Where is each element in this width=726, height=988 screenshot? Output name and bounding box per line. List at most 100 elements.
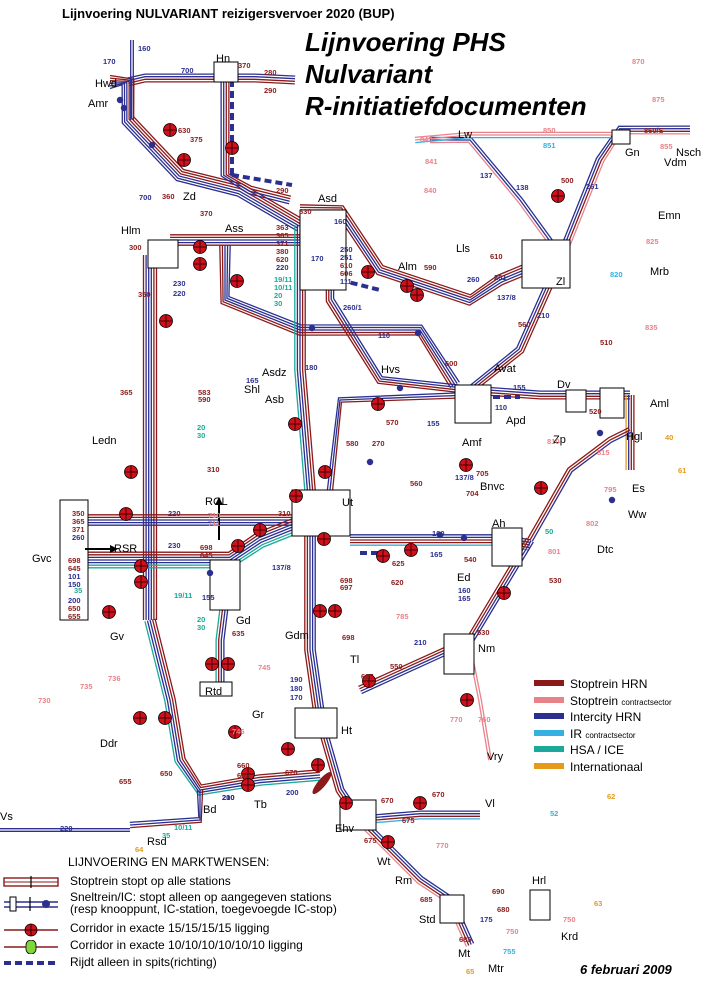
line-number-label: 606 <box>340 269 353 278</box>
corridor-marker <box>459 458 473 472</box>
line-number-label: 160 <box>432 529 445 538</box>
line-number-label: 645 <box>68 564 81 573</box>
line-number-label: 150 <box>68 580 81 589</box>
line-number-label: 600 <box>445 359 458 368</box>
line-number-label: 655 <box>119 777 132 786</box>
line-number-label: 350 <box>72 509 85 518</box>
line-number-label: 810 <box>547 437 560 446</box>
line-number-label: 520 <box>589 407 602 416</box>
corridor-amr-asd-line <box>109 80 301 225</box>
corridor-marker <box>231 539 245 553</box>
corridor-marker <box>413 796 427 810</box>
corridor-ehv-vl-line <box>360 815 481 822</box>
line-number-label: 698 <box>342 633 355 642</box>
corridor-marker <box>241 767 255 781</box>
station-label-zp: Zp <box>553 434 566 446</box>
station-box-asd <box>299 209 347 291</box>
line-number-label: 137/8 <box>455 473 474 482</box>
line-number-label: 675 <box>364 836 377 845</box>
legend-row-spits: Rijdt alleen in spits(richting) <box>0 955 337 972</box>
station-label-hrl: Hrl <box>532 875 546 887</box>
line-number-label: 101 <box>68 572 81 581</box>
line-number-label: 630 <box>178 126 191 135</box>
line-number-label: 20 <box>274 291 282 300</box>
line-number-label: 655 <box>68 612 81 621</box>
station-box-nm <box>443 633 475 675</box>
line-number-label: 160 <box>458 586 471 595</box>
line-number-label: 50 <box>545 527 553 536</box>
line-number-label: 65 <box>466 967 474 976</box>
ic-stop-dot <box>596 429 604 437</box>
line-number-label: 705 <box>476 469 489 478</box>
station-box-ah <box>491 527 523 567</box>
corridor-marker <box>205 657 219 671</box>
corridor-marker <box>193 257 207 271</box>
corridor-marker <box>313 604 327 618</box>
line-number-label: 620 <box>391 578 404 587</box>
corridor-ut-ht-line <box>304 519 316 721</box>
line-number-label: 261 <box>494 273 507 282</box>
line-number-label: 10/11 <box>274 283 292 292</box>
corridor-10-icon <box>4 940 58 954</box>
corridor-marker <box>221 657 235 671</box>
station-label-nsch: Nsch <box>676 147 701 159</box>
line-number-label: 560 <box>410 479 423 488</box>
line-number-label: 300 <box>129 243 142 252</box>
line-number-label: 180 <box>290 684 303 693</box>
corridor-gv-ddr-tb-line <box>146 620 321 794</box>
ic-stop-dot <box>116 96 124 104</box>
line-number-label: 590 <box>424 263 437 272</box>
line-number-label: 175 <box>480 915 493 924</box>
line-number-label: 690 <box>492 887 505 896</box>
line-number-label: 670 <box>432 790 445 799</box>
station-label-lw: Lw <box>458 129 472 141</box>
corridor-lw-gn-line <box>415 136 621 144</box>
line-number-label: 665 <box>237 771 250 780</box>
corridor-ut-amf-line <box>329 394 471 491</box>
line-number-label: 155 <box>202 593 215 602</box>
map-subtitle: Lijnvoering NULVARIANT reizigersvervoer … <box>62 6 395 21</box>
line-number-label: 210 <box>414 638 427 647</box>
station-label-dtc: Dtc <box>597 544 614 556</box>
legend-label: IR <box>570 726 582 741</box>
line-number-label: 35 <box>74 586 82 595</box>
corridor-marker <box>177 153 191 167</box>
line-number-label: 250 <box>340 245 353 254</box>
ic-stop-dot <box>206 569 214 577</box>
line-number-label: 20 <box>197 423 205 432</box>
legend-label: Rijdt alleen in spits(richting) <box>70 955 217 969</box>
corridor-hn-zd-line <box>225 79 291 200</box>
line-number-label: 870 <box>632 57 645 66</box>
station-box-gn <box>611 129 631 145</box>
station-label-gd: Gd <box>236 615 251 627</box>
line-number-label: 650 <box>160 769 173 778</box>
station-label-mrb: Mrb <box>650 266 669 278</box>
ic-stop-dot <box>120 104 128 112</box>
station-label-gr: Gr <box>252 709 265 721</box>
station-label-mtr: Mtr <box>488 963 504 975</box>
line-number-label: 165 <box>430 550 443 559</box>
corridor-gv-ddr-tb-line <box>154 618 320 786</box>
corridor-marker <box>163 123 177 137</box>
line-number-label: 770 <box>450 715 463 724</box>
line-number-label: 137 <box>480 171 493 180</box>
legend-label: HSA / ICE <box>570 743 625 757</box>
station-label-rm: Rm <box>395 875 412 887</box>
line-number-label: 350 <box>138 290 151 299</box>
corridor-gvc-gd-line <box>80 514 309 556</box>
station-label-rgl: RGL <box>205 496 228 508</box>
corridor-15-icon <box>4 923 58 937</box>
line-number-label: 835 <box>645 323 658 332</box>
title-line-1: Lijnvoering PHS <box>305 27 506 57</box>
legend-row-stoptrein-hrn: Stoptrein HRN <box>534 676 672 693</box>
line-number-label: 261 <box>586 182 599 191</box>
corridor-ut-ht-line <box>306 519 319 721</box>
corridor-rsd-bd-line <box>129 790 201 826</box>
line-number-label: 750 <box>506 927 519 936</box>
corridor-marker <box>339 796 353 810</box>
corridor-marker <box>400 279 414 293</box>
station-box-gvc <box>59 499 89 621</box>
line-number-label: 290 <box>264 86 277 95</box>
corridor-gv-ddr-tb-line <box>151 619 320 789</box>
station-label-rsr: RSR <box>114 543 137 555</box>
